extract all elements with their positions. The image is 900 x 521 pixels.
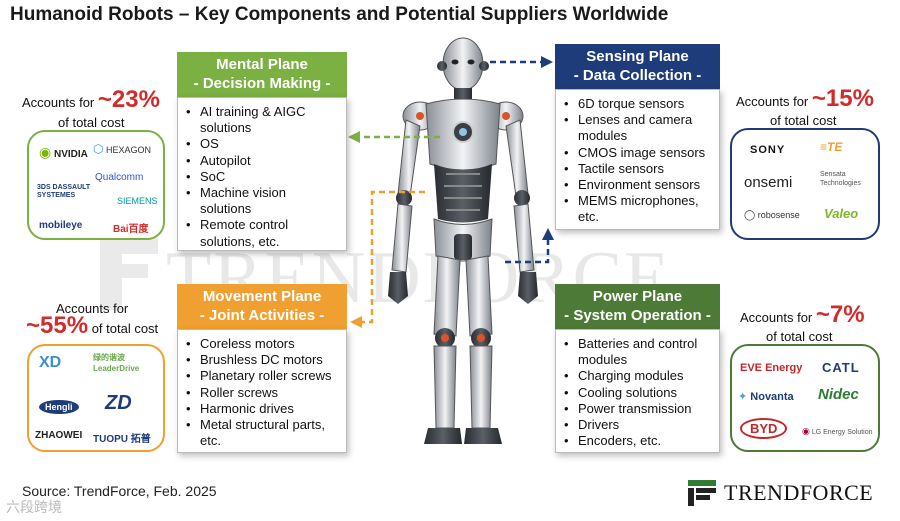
supplier-logo-sensata: Sensata Technologies xyxy=(820,171,861,187)
supplier-logo-nidec: Nidec xyxy=(818,386,859,403)
trendforce-brand: TRENDFORCE xyxy=(688,478,888,508)
list-item: Tactile sensors xyxy=(564,161,713,177)
supplier-logo-xd: XD xyxy=(39,354,62,371)
list-item: CMOS image sensors xyxy=(564,145,713,161)
movement-cost-percent: ~55% xyxy=(26,312,89,339)
list-item: Brushless DC motors xyxy=(186,352,340,368)
movement-accounts-label: ~55% of total cost xyxy=(26,312,159,339)
trendforce-logo-icon xyxy=(688,480,716,506)
movement-plane-title: Movement Plane xyxy=(202,288,322,305)
supplier-logo-hexagon: ⬡ HEXAGON xyxy=(93,142,152,156)
mental-accounts-label: Accounts for ~23% xyxy=(22,86,160,113)
supplier-logo-catl: CATL xyxy=(822,360,860,375)
mental-plane-header: Mental Plane - Decision Making - xyxy=(177,52,347,97)
list-item: Roller screws xyxy=(186,385,340,401)
sensing-plane-title: Sensing Plane xyxy=(586,48,689,65)
list-item: OS xyxy=(186,136,340,152)
list-item: Remote control solutions, etc. xyxy=(186,217,340,249)
supplier-logo-robosense: ◯ robosense xyxy=(744,210,800,221)
list-item: Metal structural parts, etc. xyxy=(186,417,340,449)
supplier-logo-onsemi: onsemi xyxy=(744,174,793,191)
list-item: Machine vision solutions xyxy=(186,185,340,217)
mental-plane-list: AI training & AIGC solutions OS Autopilo… xyxy=(177,97,347,251)
list-item: MEMS microphones, etc. xyxy=(564,193,713,225)
mental-plane-title: Mental Plane xyxy=(216,56,308,73)
power-plane-title: Power Plane xyxy=(592,288,683,305)
supplier-logo-zd: ZD xyxy=(105,392,132,414)
list-item: Planetary roller screws xyxy=(186,368,340,384)
supplier-logo-sony: SONY xyxy=(750,144,786,156)
list-item: Encoders, etc. xyxy=(564,433,713,449)
list-item: Harmonic drives xyxy=(186,401,340,417)
list-item: Environment sensors xyxy=(564,177,713,193)
movement-arrow-head xyxy=(350,316,362,328)
supplier-logo-mobileye: mobileye xyxy=(39,220,83,231)
page-title: Humanoid Robots – Key Components and Pot… xyxy=(10,4,669,25)
supplier-logo-lg-energy: ◉ LG Energy Solution xyxy=(802,426,873,436)
supplier-logo-te: ≡TE xyxy=(820,140,843,154)
novanta-icon: ✦ xyxy=(738,391,748,403)
movement-plane-subtitle: Joint Activities xyxy=(208,307,316,324)
list-item: Batteries and control modules xyxy=(564,336,713,368)
power-cost-percent: ~7% xyxy=(815,301,865,328)
movement-plane-header: Movement Plane - Joint Activities - xyxy=(177,284,347,329)
supplier-logo-siemens: SIEMENS xyxy=(117,196,158,206)
mental-plane-subtitle: Decision Making xyxy=(202,75,322,92)
supplier-logo-valeo: Valeo xyxy=(824,206,859,221)
power-plane-list: Batteries and control modules Charging m… xyxy=(555,329,720,453)
source-note: Source: TrendForce, Feb. 2025 xyxy=(22,483,217,499)
movement-plane-list: Coreless motors Brushless DC motors Plan… xyxy=(177,329,347,453)
power-accounts-suffix: of total cost xyxy=(766,329,833,344)
list-item: Autopilot xyxy=(186,153,340,169)
supplier-logo-leaderdrive: 绿的谐波 LeaderDrive xyxy=(93,353,140,373)
hexagon-icon: ⬡ xyxy=(93,142,104,156)
power-plane-subtitle: System Operation xyxy=(573,307,702,324)
supplier-logo-zhaowei: ZHAOWEI xyxy=(35,430,83,441)
mental-arrow-head xyxy=(348,131,360,143)
mental-accounts-suffix: of total cost xyxy=(58,115,125,130)
power-plane-header: Power Plane - System Operation - xyxy=(555,284,720,329)
power-suppliers-box: EVE Energy CATL ✦ Novanta Nidec BYD ◉ LG… xyxy=(730,344,880,452)
supplier-logo-qualcomm: Qualcomm xyxy=(95,172,144,183)
sensing-accounts-label: Accounts for ~15% xyxy=(736,85,874,112)
sensing-plane-subtitle: Data Collection xyxy=(582,67,693,84)
nvidia-eye-icon: ◉ xyxy=(39,144,52,160)
power-accounts-label: Accounts for ~7% xyxy=(740,301,865,328)
footer-watermark: 六段跨境 xyxy=(6,499,62,515)
sensing-plane-header: Sensing Plane - Data Collection - xyxy=(555,44,720,89)
list-item: AI training & AIGC solutions xyxy=(186,104,340,136)
supplier-logo-novanta: ✦ Novanta xyxy=(738,391,794,403)
robosense-icon: ◯ xyxy=(744,210,756,221)
list-item: Coreless motors xyxy=(186,336,340,352)
mental-suppliers-box: ◉ NVIDIA ⬡ HEXAGON Qualcomm 3DS DASSAULT… xyxy=(27,130,165,240)
supplier-logo-nvidia: ◉ NVIDIA xyxy=(39,144,88,160)
list-item: Drivers xyxy=(564,417,713,433)
supplier-logo-hengli: Hengli xyxy=(39,400,79,414)
te-icon: ≡ xyxy=(820,140,828,154)
supplier-logo-byd: BYD xyxy=(740,418,788,439)
humanoid-robot-image xyxy=(388,37,538,444)
list-item: Charging modules xyxy=(564,368,713,384)
mental-cost-percent: ~23% xyxy=(97,86,160,113)
supplier-logo-baidu: Bai百度 xyxy=(113,224,149,235)
lg-icon: ◉ xyxy=(802,426,810,436)
movement-accounts-prefix: Accounts for xyxy=(56,301,129,316)
supplier-logo-eve-energy: EVE Energy xyxy=(740,362,803,374)
sensing-cost-percent: ~15% xyxy=(811,85,874,112)
brand-text: TRENDFORCE xyxy=(724,480,874,505)
list-item: Cooling solutions xyxy=(564,385,713,401)
list-item: 6D torque sensors xyxy=(564,96,713,112)
list-item: Lenses and camera modules xyxy=(564,112,713,144)
sensing-plane-list: 6D torque sensors Lenses and camera modu… xyxy=(555,89,720,230)
sensing-accounts-suffix: of total cost xyxy=(770,113,837,128)
supplier-logo-tuopu: TUOPU 拓普 xyxy=(93,434,151,445)
sensing-suppliers-box: SONY ≡TE onsemi Sensata Technologies ◯ r… xyxy=(730,128,880,240)
supplier-logo-dassault: 3DS DASSAULT SYSTEMES xyxy=(37,184,91,199)
list-item: Power transmission xyxy=(564,401,713,417)
list-item: SoC xyxy=(186,169,340,185)
movement-suppliers-box: XD 绿的谐波 LeaderDrive Hengli ZD ZHAOWEI TU… xyxy=(27,344,165,452)
